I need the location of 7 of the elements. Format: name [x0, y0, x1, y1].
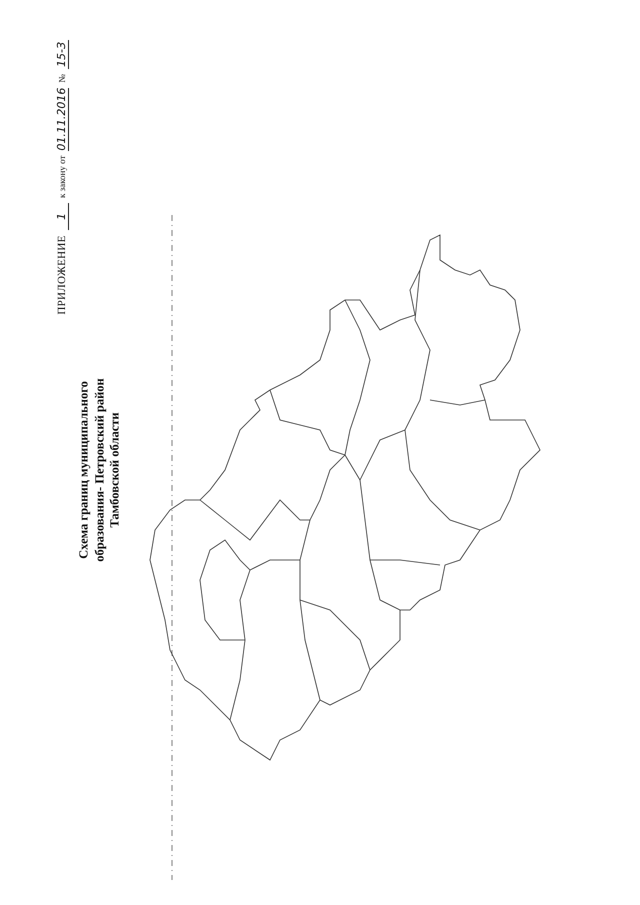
header-text: № — [57, 74, 67, 83]
handwritten-entry: 1 — [55, 203, 69, 230]
appendix-heading: ПРИЛОЖЕНИЕ — [56, 235, 68, 315]
header-text: к закону от — [57, 156, 67, 198]
handwritten-entry: 15-З — [55, 40, 69, 69]
handwritten-entry: 01.11.2016 — [55, 88, 69, 151]
document-title: Схема границ муниципального образования- Петровский район Тамбовской области — [76, 377, 123, 564]
